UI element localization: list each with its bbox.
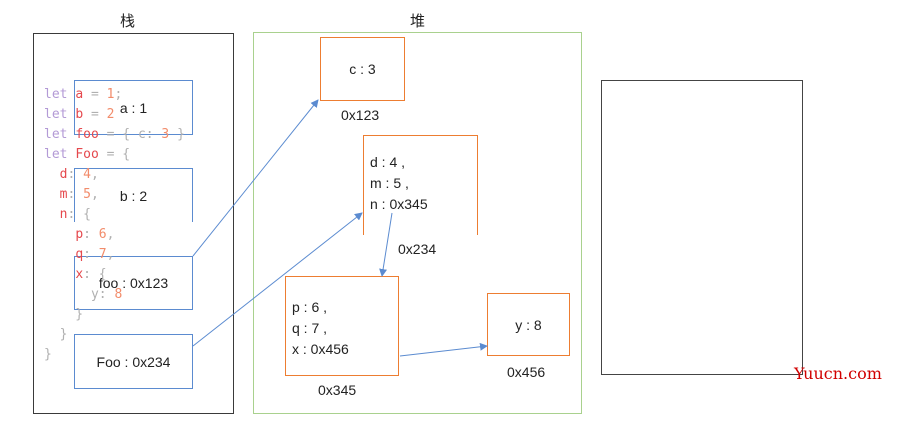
code-token: y: <box>90 287 115 302</box>
stack-title: 栈 <box>120 13 136 30</box>
code-token <box>44 207 60 222</box>
code-token: 5 <box>83 187 91 202</box>
stack-cell-Foo: Foo : 0x234 <box>74 334 193 389</box>
heap-address-0x234: 0x234 <box>398 241 437 257</box>
code-token: } <box>44 327 68 342</box>
code-token: 3 <box>161 127 170 142</box>
code-line: } <box>44 325 185 345</box>
heap-object-n-line-x: x : 0x456 <box>292 341 349 357</box>
heap-panel <box>253 32 582 414</box>
code-token: 1 <box>106 87 115 102</box>
code-token <box>44 267 75 282</box>
code-line: n: { <box>44 205 185 225</box>
code-token: b <box>75 107 84 122</box>
code-line: m: 5, <box>44 185 185 205</box>
code-token <box>44 167 60 182</box>
stack-cell-foo: foo : 0x123 <box>74 256 193 310</box>
code-line: } <box>44 345 185 365</box>
code-token: : <box>83 247 99 262</box>
code-token: 2 <box>106 107 115 122</box>
code-token <box>44 227 75 242</box>
stack-cell-b: b : 2 <box>74 168 193 222</box>
code-token: , <box>90 187 99 202</box>
stack-panel <box>33 33 234 414</box>
heap-object-Foo-line-d: d : 4 , <box>370 154 406 170</box>
code-token: p <box>75 227 84 242</box>
code-token: a <box>75 87 84 102</box>
code-token: 7 <box>98 247 107 262</box>
code-token: foo <box>75 127 99 142</box>
code-token: } <box>44 307 84 322</box>
code-token: : <box>67 167 84 182</box>
code-token: : { <box>67 207 91 222</box>
code-token: } <box>169 127 185 142</box>
code-line: } <box>44 305 185 325</box>
code-line: let b = 2 <box>44 105 185 125</box>
code-token: let <box>44 147 76 162</box>
code-token: , <box>106 247 115 262</box>
code-token: n <box>59 207 68 222</box>
code-token: , <box>106 227 115 242</box>
heap-address-0x345: 0x345 <box>318 382 357 398</box>
code-token: c: <box>137 127 162 142</box>
code-panel <box>601 80 803 375</box>
code-token: let <box>44 127 76 142</box>
heap-title: 堆 <box>410 13 426 30</box>
code-token: , <box>90 167 99 182</box>
heap-object-x: y : 8 <box>487 293 570 356</box>
code-line: let a = 1; <box>44 85 185 105</box>
code-line: let Foo = { <box>44 145 185 165</box>
code-line: q: 7, <box>44 245 185 265</box>
code-token: let <box>44 87 76 102</box>
code-token: = <box>83 107 107 122</box>
code-token: = { <box>98 127 138 142</box>
code-token: } <box>44 347 52 362</box>
code-token: d <box>59 167 68 182</box>
code-line: let foo = { c: 3 } <box>44 125 185 145</box>
code-token: : { <box>83 267 107 282</box>
arrow-n-to-0x345 <box>379 212 393 277</box>
code-token: : <box>83 227 99 242</box>
heap-address-0x456: 0x456 <box>507 364 546 380</box>
code-token: let <box>44 107 76 122</box>
arrow-Foo-to-0x234 <box>192 212 363 347</box>
code-line: d: 4, <box>44 165 185 185</box>
arrow-foo-to-0x123 <box>192 99 319 257</box>
arrow-x-to-0x456 <box>399 342 488 357</box>
code-line: p: 6, <box>44 225 185 245</box>
heap-object-Foo-line-m: m : 5 , <box>370 175 409 191</box>
heap-object-n: p : 6 , q : 7 , x : 0x456 <box>285 276 399 376</box>
code-token <box>44 287 91 302</box>
code-token: m <box>59 187 68 202</box>
code-token: = <box>83 87 107 102</box>
code-token: : <box>67 187 84 202</box>
watermark: Yuucn.com <box>794 364 882 383</box>
heap-object-Foo-line-n: n : 0x345 <box>370 196 428 212</box>
stack-cell-a: a : 1 <box>74 80 193 135</box>
code-token <box>44 247 75 262</box>
code-line: y: 8 <box>44 285 185 305</box>
code-token: 8 <box>114 287 123 302</box>
code-line: x: { <box>44 265 185 285</box>
code-token: q <box>75 247 84 262</box>
heap-object-n-line-p: p : 6 , <box>292 299 328 315</box>
code-token: 6 <box>98 227 107 242</box>
code-token: = { <box>98 147 131 162</box>
heap-object-n-line-q: q : 7 , <box>292 320 328 336</box>
code-token <box>44 187 60 202</box>
code-token: Foo <box>75 147 99 162</box>
code-token: x <box>75 267 84 282</box>
code-token: 4 <box>83 167 91 182</box>
heap-object-c: c : 3 <box>320 37 405 101</box>
heap-address-0x123: 0x123 <box>341 107 380 123</box>
code-token: ; <box>114 87 123 102</box>
heap-object-Foo: d : 4 , m : 5 , n : 0x345 <box>363 135 478 235</box>
